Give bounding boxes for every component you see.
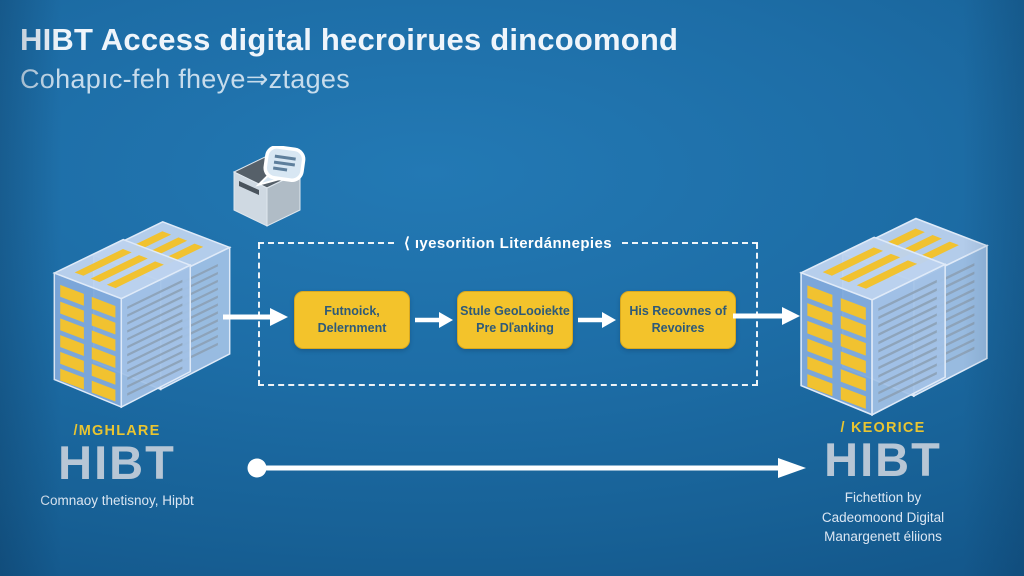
brand-block-right: / KEORICE HIBT Fichettion by Cadeomoond … — [788, 420, 978, 547]
process-step-2: Stule GeoLooiekte Pre Dľanking — [457, 291, 573, 349]
page-subtitle: Cohapıc-feh fheye⇒ztages — [20, 64, 351, 94]
step-label-line: Pre Dľanking — [476, 321, 554, 335]
dashed-border-segment — [258, 242, 395, 244]
brand-logo-left: HIBT — [58, 436, 176, 489]
process-frame-body: Futnoick, Delernment Stule GeoLooiekte P… — [258, 243, 758, 386]
server-unit-front — [52, 238, 193, 409]
timeline-arrow — [247, 458, 806, 478]
step-label-line: Revoires — [651, 321, 705, 335]
brand-caption-line: Cadeomoond Digital — [821, 509, 945, 525]
timeline-arrowhead — [778, 458, 806, 478]
brand-caption-right: Fichettion by Cadeomoond Digital Manarge… — [788, 488, 978, 547]
process-frame: ⟨ ıyesorition Literdánnepies Futnoick, D… — [258, 234, 758, 386]
step-label-line: Stule GeoLooiekte — [460, 303, 570, 318]
brand-caption-line: Manargenett éliions — [824, 529, 942, 545]
step-arrow-icon — [414, 312, 453, 328]
server-stack-right-icon — [799, 217, 989, 417]
brand-block-left: /MGHLARE HIBT Comnaoy thetisnoy, Hipbt — [22, 423, 212, 511]
document-box-icon — [232, 146, 306, 227]
step-label-line: Futnoick, — [324, 303, 380, 318]
brand-logo-right: HIBT — [824, 433, 942, 486]
brand-caption-left: Comnaoy thetisnoy, Hipbt — [40, 492, 194, 508]
server-unit-front — [799, 236, 948, 417]
process-step-1: Futnoick, Delernment — [294, 291, 410, 349]
dashed-border-segment — [621, 242, 758, 244]
brand-tag-right: / KEORICE — [840, 420, 926, 436]
input-arrow-icon — [223, 308, 288, 326]
step-label-line: Delernment — [317, 321, 387, 335]
step-label-line: His Recovnes of — [629, 303, 727, 318]
brand-caption-line: Fichettion by — [844, 489, 922, 505]
step-arrow-icon — [577, 312, 616, 328]
server-stack-left-icon — [52, 221, 232, 409]
page-title: HIBT Access digital hecroirues dincoomon… — [20, 22, 679, 57]
brand-tag-left: /MGHLARE — [73, 423, 161, 439]
output-arrow-icon — [733, 307, 800, 325]
speech-bubble-icon — [255, 146, 306, 187]
process-step-3: His Recovnes of Revoires — [620, 291, 736, 349]
process-frame-label: ⟨ ıyesorition Literdánnepies — [404, 235, 612, 252]
